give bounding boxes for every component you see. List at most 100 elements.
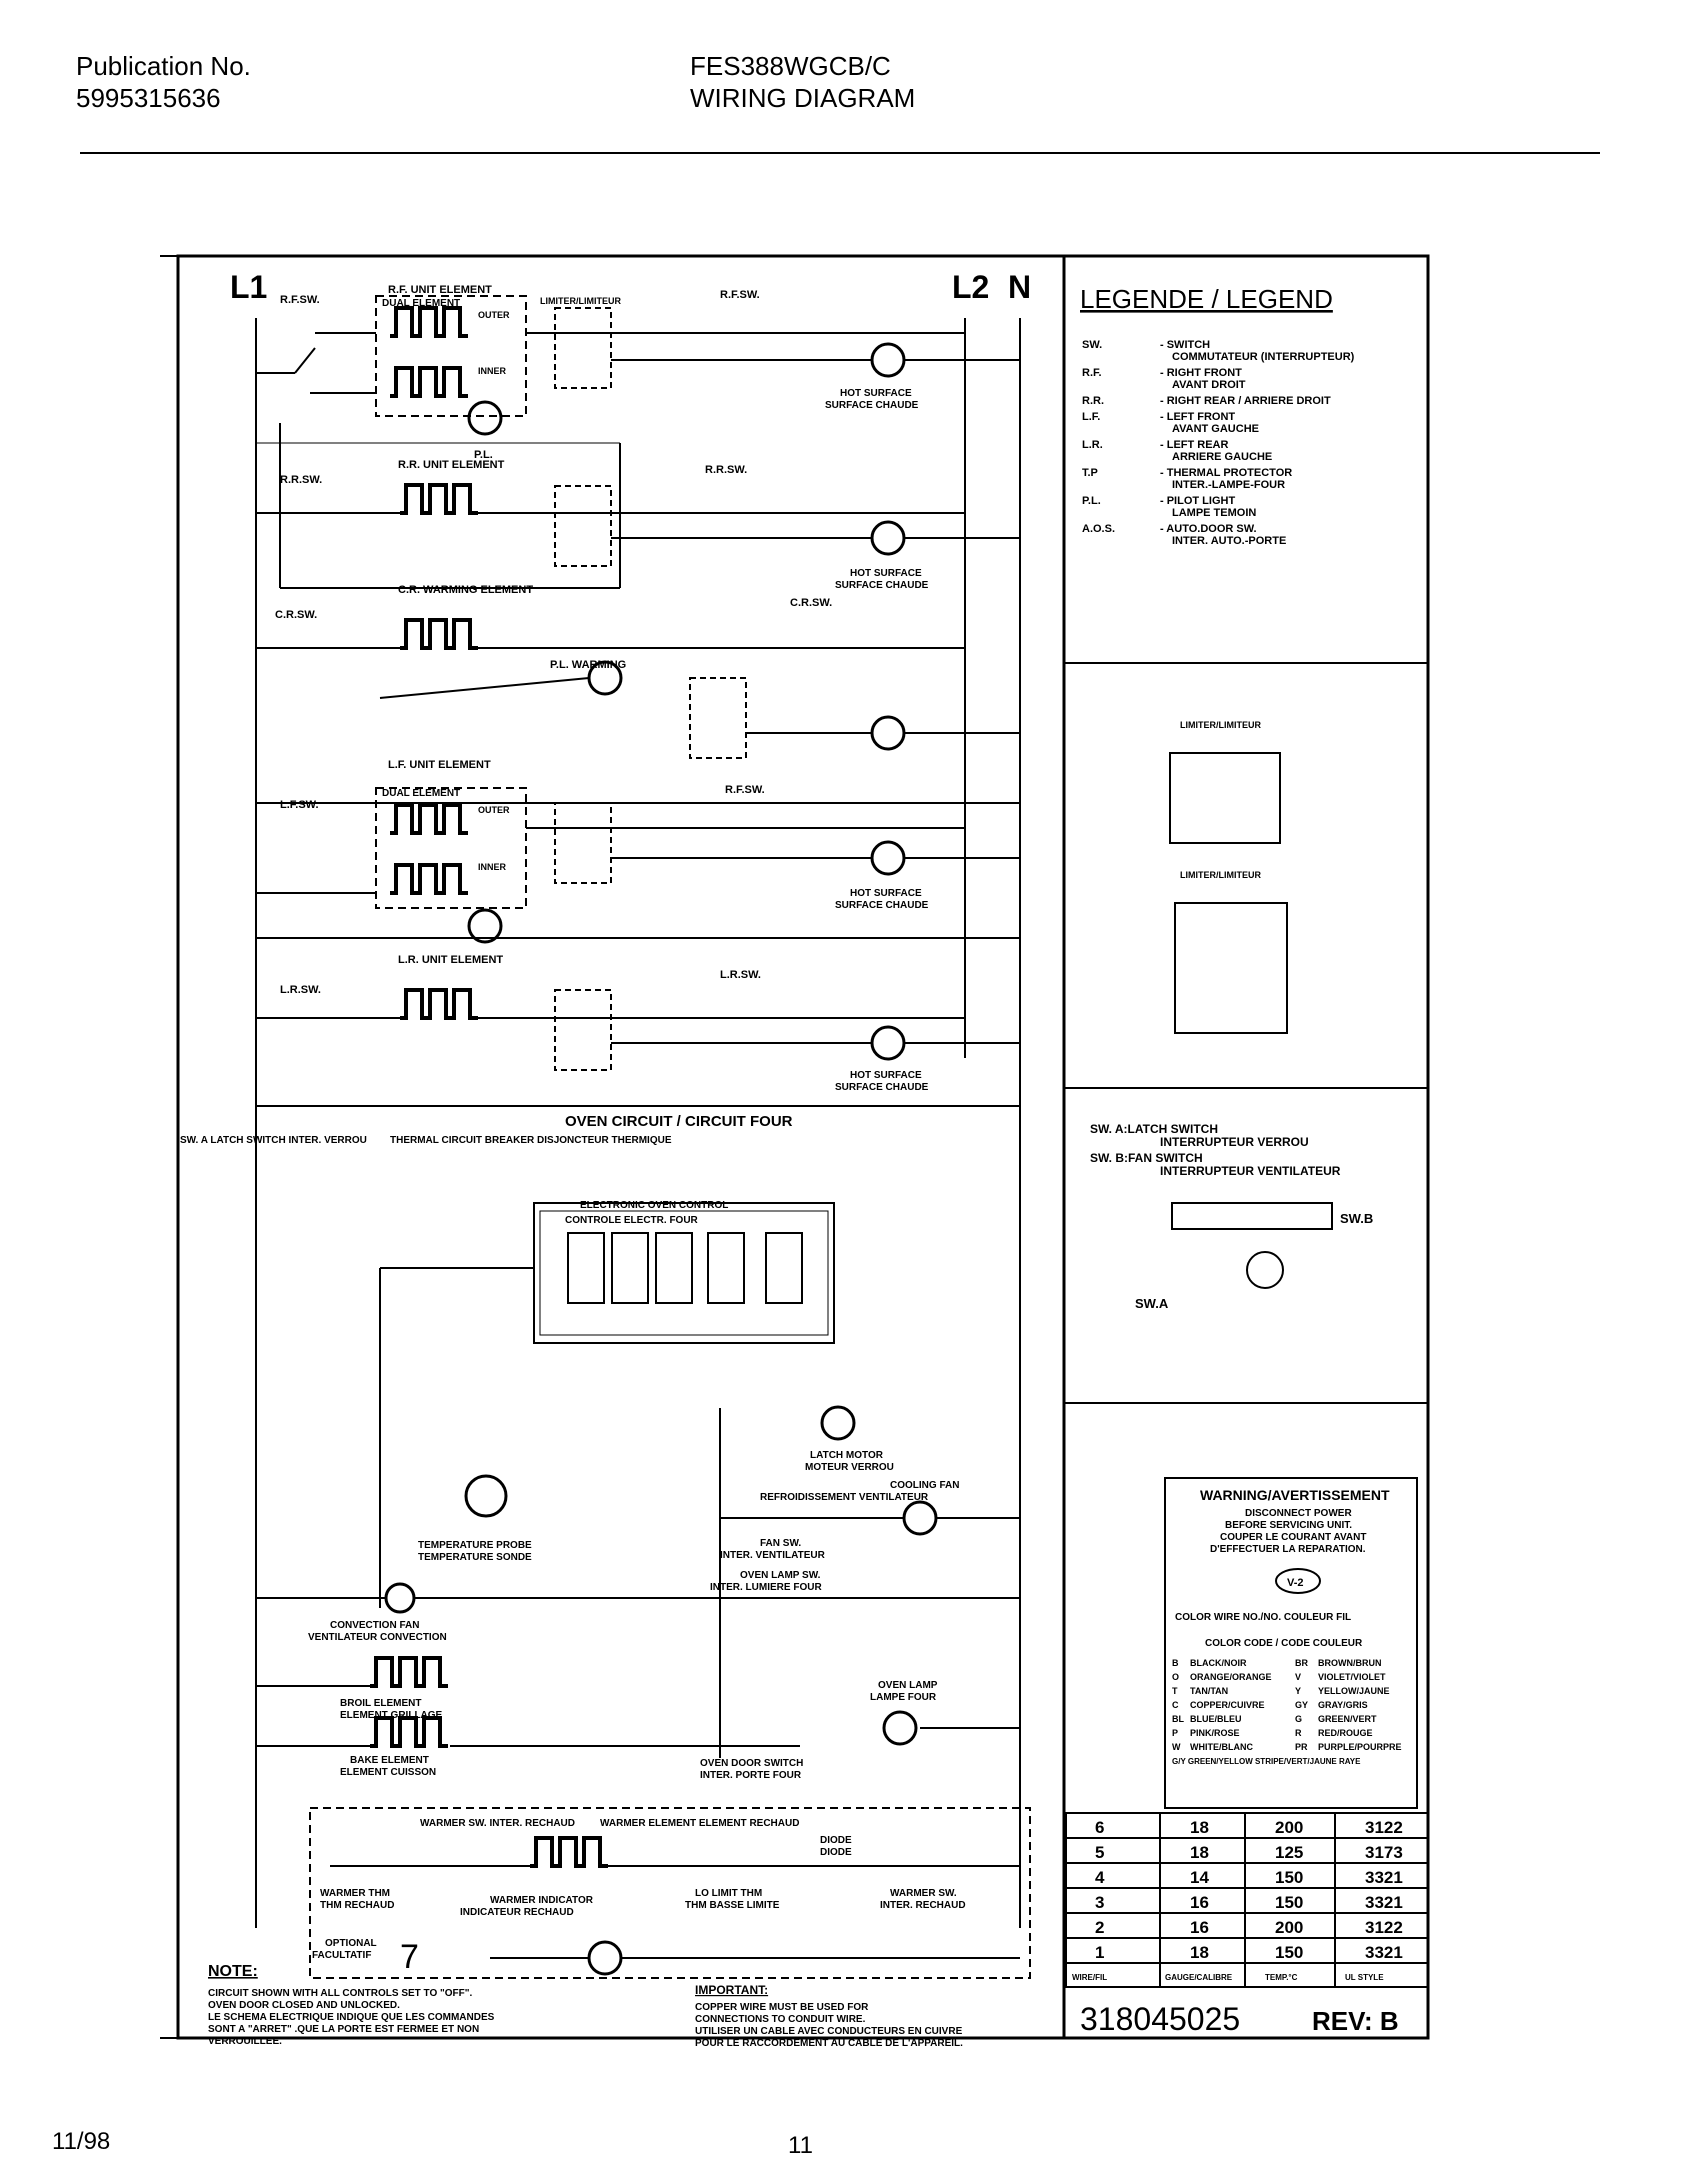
legend-desc2-8: INTER. AUTO.-PORTE bbox=[1172, 535, 1286, 547]
model-number: FES388WGCB/C bbox=[690, 51, 891, 81]
optional-mark: 7 bbox=[400, 1938, 419, 1976]
color-caption: COLOR CODE / CODE COULEUR bbox=[1205, 1638, 1363, 1649]
color-name: PURPLE/POURPRE bbox=[1318, 1742, 1402, 1752]
lr-indicator-fr: SURFACE CHAUDE bbox=[835, 1082, 929, 1093]
warmer-element-label: WARMER ELEMENT ELEMENT RECHAUD bbox=[600, 1818, 799, 1829]
wire-style: 3122 bbox=[1365, 1918, 1403, 1937]
fan-switch-fr: INTER. VENTILATEUR bbox=[720, 1550, 826, 1561]
lr-hot-surface-lamp bbox=[870, 1025, 906, 1061]
temperature-probe-icon bbox=[464, 1474, 508, 1518]
cr-switch-label: C.R.SW. bbox=[275, 609, 317, 621]
warning-line-3: COUPER LE COURANT AVANT bbox=[1220, 1532, 1366, 1543]
wire-table-header: WIRE/FIL bbox=[1072, 1973, 1107, 1982]
callout-sw-a: SW.A bbox=[1135, 1296, 1169, 1311]
lf-outer-label: OUTER bbox=[478, 805, 510, 815]
cooling-fan-fr: REFROIDISSEMENT VENTILATEUR bbox=[760, 1492, 929, 1503]
color-name: YELLOW/JAUNE bbox=[1318, 1686, 1390, 1696]
legend-desc-4: - LEFT FRONT bbox=[1160, 411, 1235, 423]
warning-line-2: BEFORE SERVICING UNIT. bbox=[1225, 1520, 1352, 1531]
color-name: GREEN/VERT bbox=[1318, 1714, 1377, 1724]
legend-desc-3: - RIGHT REAR / ARRIERE DROIT bbox=[1160, 395, 1331, 407]
oven-lamp-fr: LAMPE FOUR bbox=[870, 1692, 937, 1703]
oven-control-fr: CONTROLE ELECTR. FOUR bbox=[565, 1215, 699, 1226]
wire-table-header: TEMP.°C bbox=[1265, 1973, 1298, 1982]
lr-switch-label: L.R.SW. bbox=[280, 984, 321, 996]
cooling-fan-icon bbox=[902, 1500, 938, 1536]
warmer-switch2-fr: INTER. RECHAUD bbox=[880, 1900, 966, 1911]
legend-abbr-7: P.L. bbox=[1082, 495, 1101, 507]
rf-indicator-label: HOT SURFACE bbox=[840, 388, 912, 399]
switch-b-label: SW. B:FAN SWITCH bbox=[1090, 1151, 1203, 1165]
lf-dual-label: DUAL ELEMENT bbox=[382, 788, 460, 799]
legend-desc2-4: AVANT GAUCHE bbox=[1172, 423, 1259, 435]
warmer-indicator-label: WARMER INDICATOR bbox=[490, 1895, 594, 1906]
oven-lamp-label: OVEN LAMP bbox=[878, 1680, 938, 1691]
legend-panel: LEGENDE / LEGEND SW. - SWITCH COMMUTATEU… bbox=[1080, 284, 1373, 1311]
color-name: BROWN/BRUN bbox=[1318, 1658, 1382, 1668]
switch-a-fr: INTERRUPTEUR VERROU bbox=[1160, 1135, 1309, 1149]
legend-desc-6: - THERMAL PROTECTOR bbox=[1160, 467, 1292, 479]
power-rails: L1 L2 N bbox=[230, 269, 1031, 1928]
color-code: B bbox=[1172, 1658, 1179, 1668]
legend-desc2-1: COMMUTATEUR (INTERRUPTEUR) bbox=[1172, 351, 1355, 363]
note-line-4: SONT A "ARRET" .QUE LA PORTE EST FERMEE … bbox=[208, 2024, 479, 2035]
convection-fan-label: CONVECTION FAN bbox=[330, 1620, 419, 1631]
rf-limiter-label: LIMITER/LIMITEUR bbox=[540, 296, 621, 306]
wire-style: 3122 bbox=[1365, 1818, 1403, 1837]
wire-gauge: 18 bbox=[1190, 1818, 1209, 1837]
warning-panel: WARNING/AVERTISSEMENT DISCONNECT POWER B… bbox=[1164, 1477, 1418, 1809]
cr-element-label: C.R. WARMING ELEMENT bbox=[398, 584, 533, 596]
wire-gauge: 14 bbox=[1190, 1868, 1209, 1887]
legend-abbr-6: T.P bbox=[1082, 467, 1098, 479]
rf-outer-label: OUTER bbox=[478, 310, 510, 320]
limiter-diagram-label-1: LIMITER/LIMITEUR bbox=[1180, 720, 1261, 730]
legend-abbr-2: R.F. bbox=[1082, 367, 1102, 379]
latch-motor-icon bbox=[820, 1405, 856, 1441]
color-name: VIOLET/VIOLET bbox=[1318, 1672, 1386, 1682]
lr-limiter-switch-label: L.R.SW. bbox=[720, 969, 761, 981]
warning-title: WARNING/AVERTISSEMENT bbox=[1200, 1487, 1390, 1503]
warmer-indicator-fr: INDICATEUR RECHAUD bbox=[460, 1907, 574, 1918]
rr-element-label: R.R. UNIT ELEMENT bbox=[398, 459, 505, 471]
lf-pilot-light-icon bbox=[467, 908, 503, 944]
surface-unit-lf: L.F. UNIT ELEMENT DUAL ELEMENT L.F.SW. O… bbox=[256, 759, 1020, 944]
rail-label-l1: L1 bbox=[230, 269, 267, 305]
wire-style: 3321 bbox=[1365, 1868, 1403, 1887]
cr-limiter-switch-label: C.R.SW. bbox=[790, 597, 832, 609]
color-code: T bbox=[1172, 1686, 1178, 1696]
broil-fr: ELEMENT GRILLAGE bbox=[340, 1710, 443, 1721]
surface-unit-rr: R.R.SW. R.R. UNIT ELEMENT R.R.SW. HOT SU… bbox=[256, 459, 1020, 591]
rf-dual-label: DUAL ELEMENT bbox=[382, 298, 460, 309]
wire-number: 5 bbox=[1095, 1843, 1104, 1862]
wire-code-example: V-2 bbox=[1287, 1577, 1304, 1589]
latch-motor-fr: MOTEUR VERROU bbox=[805, 1462, 894, 1473]
lf-indicator-label: HOT SURFACE bbox=[850, 888, 922, 899]
legend-abbr-5: L.R. bbox=[1082, 439, 1103, 451]
surface-unit-cr: C.R.SW. C.R. WARMING ELEMENT C.R.SW. P.L… bbox=[256, 584, 1020, 804]
lf-switch-label: L.F.SW. bbox=[280, 799, 319, 811]
color-code: R bbox=[1295, 1728, 1302, 1738]
limiter-schematic-1 bbox=[1169, 752, 1281, 844]
rf-limiter-switch-label: R.F.SW. bbox=[720, 289, 760, 301]
bake-label: BAKE ELEMENT bbox=[350, 1755, 429, 1766]
broil-label: BROIL ELEMENT bbox=[340, 1698, 421, 1709]
color-code: P bbox=[1172, 1728, 1178, 1738]
pilot-light-icon bbox=[467, 400, 503, 436]
oven-circuit-title: OVEN CIRCUIT / CIRCUIT FOUR bbox=[565, 1113, 793, 1130]
important-line-2: CONNECTIONS TO CONDUIT WIRE. bbox=[695, 2014, 866, 2025]
latch-assembly-icon bbox=[1171, 1202, 1333, 1230]
rf-element-label: R.F. UNIT ELEMENT bbox=[388, 284, 492, 296]
legend-abbr-4: L.F. bbox=[1082, 411, 1100, 423]
publication-label: Publication No. bbox=[76, 51, 251, 81]
header-rule bbox=[80, 152, 1600, 154]
cr-hot-surface-lamp bbox=[870, 715, 906, 751]
legend-desc-8: - AUTO.DOOR SW. bbox=[1160, 523, 1257, 535]
oven-control-label: ELECTRONIC OVEN CONTROL bbox=[580, 1200, 728, 1211]
color-name: BLACK/NOIR bbox=[1190, 1658, 1247, 1668]
surface-unit-rf: R.F. UNIT ELEMENT DUAL ELEMENT R.F.SW. O… bbox=[256, 284, 1020, 589]
latch-mechanism-icon bbox=[1246, 1251, 1284, 1289]
convection-fan-icon bbox=[384, 1582, 416, 1614]
important-line-3: UTILISER UN CABLE AVEC CONDUCTEURS EN CU… bbox=[695, 2026, 963, 2037]
lf-hot-surface-lamp bbox=[870, 840, 906, 876]
lr-indicator-label: HOT SURFACE bbox=[850, 1070, 922, 1081]
